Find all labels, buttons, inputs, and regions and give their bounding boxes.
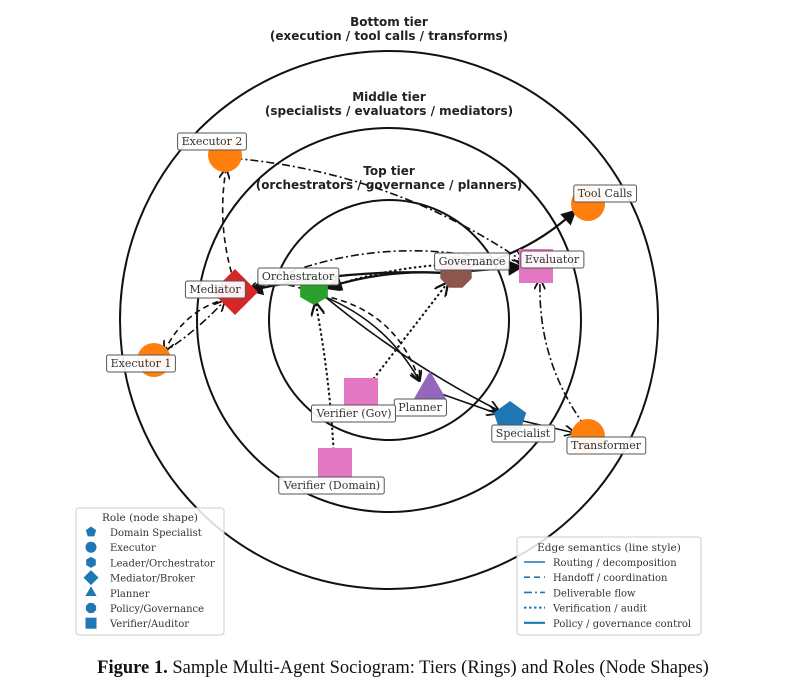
legend-octagon-icon: [85, 602, 97, 614]
node-label-box: [184, 280, 246, 299]
node-label-text: Governance: [439, 255, 506, 268]
legend-hexagon-icon: [86, 556, 96, 568]
node-label-box: [434, 252, 510, 271]
edge-legend-box: [516, 536, 702, 636]
figure-caption: Figure 1. Sample Multi-Agent Sociogram: …: [0, 658, 806, 679]
node-label-transformer: Transformer: [566, 436, 647, 455]
caption-prefix: Figure 1.: [97, 658, 168, 678]
edge-verification-verifier_domain-to-orchestrator: [316, 303, 335, 456]
tier-title-middle: Middle tier: [352, 90, 426, 104]
node-label-planner: Planner: [393, 398, 447, 417]
tier-subtitle-bottom: (execution / tool calls / transforms): [270, 29, 508, 43]
node-label-box: [566, 436, 647, 455]
ring-bottom-tier: [119, 50, 659, 590]
legend-triangle-icon: [85, 586, 97, 596]
node-label-box: [177, 132, 247, 151]
role-legend-box: [75, 507, 225, 636]
node-label-executor1: Executor 1: [106, 354, 176, 373]
edge-handoff-mediator-to-executor1: [165, 297, 228, 351]
tier-rings: [119, 50, 659, 590]
role-legend-item-label: Policy/Governance: [110, 604, 204, 615]
edge-handoff-mediator-to-executor2: [223, 169, 236, 283]
tier-title-bottom: Bottom tier: [350, 15, 428, 29]
tier-titles: Bottom tier (execution / tool calls / tr…: [256, 15, 523, 192]
legend-circle-icon: [85, 541, 97, 553]
edge-deliverable-transformer-to-evaluator: [540, 279, 586, 427]
edge-handoff-orchestrator-to-planner: [321, 294, 420, 381]
node-label-verifier-gov: Verifier (Gov): [310, 404, 397, 423]
node-specialist-pentagon-icon[interactable]: [493, 401, 527, 432]
node-label-text: Verifier (Domain): [283, 479, 380, 492]
node-label-box: [278, 476, 385, 495]
edge-routing-orchestrator-to-specialist: [321, 293, 498, 410]
edge-legend: Edge semantics (line style) Routing / de…: [516, 536, 702, 636]
tier-subtitle-middle: (specialists / evaluators / mediators): [265, 104, 513, 118]
node-label-text: Evaluator: [525, 253, 580, 266]
ring-top-tier: [268, 199, 510, 441]
node-label-toolcalls: Tool Calls: [573, 184, 638, 203]
node-label-text: Planner: [398, 401, 442, 414]
node-label-mediator: Mediator: [184, 280, 246, 299]
sociogram: Bottom tier (execution / tool calls / tr…: [75, 15, 702, 636]
node-label-specialist: Specialist: [491, 424, 556, 443]
tier-title-top: Top tier: [363, 164, 415, 178]
legend-square-icon: [85, 617, 97, 629]
edge-legend-item-label: Handoff / coordination: [553, 573, 668, 584]
edge-routing-planner-to-specialist: [439, 392, 496, 413]
edge-legend-item-label: Deliverable flow: [553, 588, 636, 599]
edge-legend-item-label: Routing / decomposition: [553, 558, 677, 569]
role-legend-item-label: Verifier/Auditor: [109, 619, 189, 630]
node-planner-triangle-icon[interactable]: [413, 371, 447, 400]
edge-legend-item-label: Verification / audit: [552, 604, 647, 615]
node-label-evaluator: Evaluator: [520, 250, 585, 269]
role-legend: Role (node shape) Domain SpecialistExecu…: [75, 507, 225, 636]
role-legend-item-label: Domain Specialist: [110, 528, 202, 539]
edge-policy-governance-to-mediator: [247, 271, 447, 296]
legend-pentagon-icon: [85, 526, 97, 537]
edge-routing-orchestrator-to-planner: [321, 294, 420, 381]
role-legend-item-label: Mediator/Broker: [110, 574, 195, 585]
node-label-box: [573, 184, 638, 203]
node-label-text: Specialist: [496, 427, 551, 440]
node-label-orchestrator: Orchestrator: [257, 267, 340, 286]
role-legend-item-label: Planner: [110, 589, 150, 600]
edge-verification-verifier_gov-to-governance: [366, 283, 447, 388]
node-label-text: Tool Calls: [578, 187, 633, 200]
node-label-text: Transformer: [571, 439, 642, 452]
node-label-text: Executor 2: [182, 135, 243, 148]
node-label-box: [520, 250, 585, 269]
edge-deliverable-executor2-to-evaluator: [234, 157, 522, 261]
node-label-text: Verifier (Gov): [315, 407, 391, 420]
ring-middle-tier: [196, 127, 582, 513]
node-label-box: [491, 424, 556, 443]
node-label-text: Orchestrator: [262, 270, 335, 283]
role-legend-title: Role (node shape): [102, 512, 198, 524]
role-legend-item-label: Leader/Orchestrator: [110, 558, 215, 569]
role-legend-item-label: Executor: [110, 543, 156, 554]
node-label-executor2: Executor 2: [177, 132, 247, 151]
node-label-box: [310, 404, 397, 423]
node-verifier-domain-square-icon[interactable]: [318, 448, 352, 482]
node-label-text: Mediator: [189, 283, 241, 296]
legend-diamond-icon: [83, 570, 99, 586]
edge-legend-title: Edge semantics (line style): [537, 542, 681, 554]
node-label-box: [106, 354, 176, 373]
edge-legend-item-label: Policy / governance control: [553, 619, 691, 630]
node-label-box: [257, 267, 340, 286]
node-label-text: Executor 1: [111, 357, 172, 370]
edge-verification-evaluator-to-orchestrator: [328, 262, 527, 288]
node-label-governance: Governance: [434, 252, 510, 271]
node-label-verifier-domain: Verifier (Domain): [278, 476, 385, 495]
tier-subtitle-top: (orchestrators / governance / planners): [256, 178, 523, 192]
caption-text: Sample Multi-Agent Sociogram: Tiers (Rin…: [172, 658, 709, 678]
edge-deliverable-executor1-to-mediator: [161, 301, 225, 355]
